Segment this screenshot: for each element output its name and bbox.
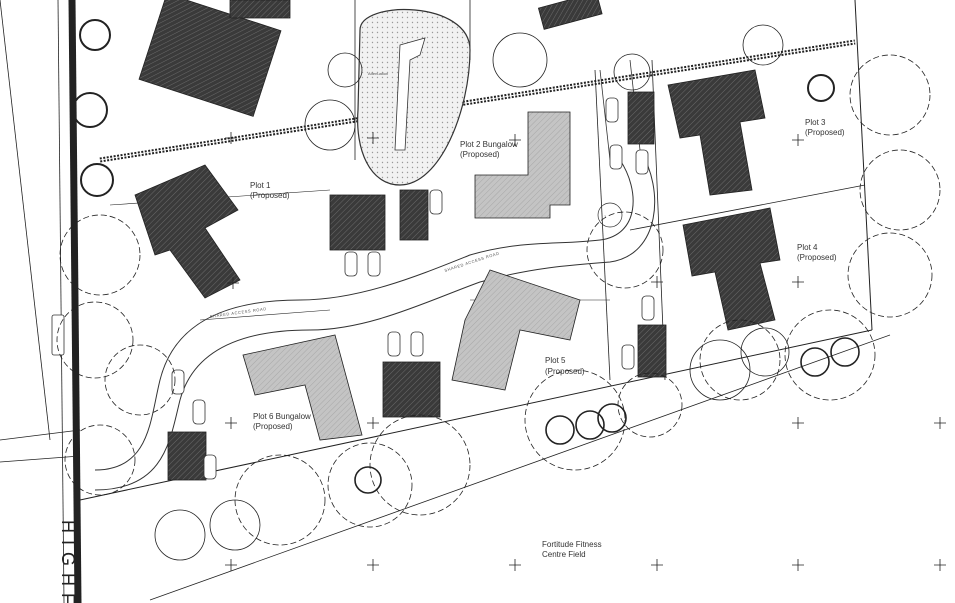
existing-houses [138, 0, 603, 117]
plot-1-status: (Proposed) [250, 191, 290, 200]
proposed-houses [134, 69, 781, 481]
turning-number: 1 [604, 214, 607, 219]
attenuation-pond: Attenuation [357, 8, 471, 186]
plot-2-status: (Proposed) [460, 150, 500, 159]
plot-3-name: Plot 3 [805, 118, 826, 127]
attenuation-label: Attenuation [368, 71, 388, 76]
trees [56, 19, 941, 561]
plot-6-status: (Proposed) [253, 422, 293, 431]
shared-access-road [94, 59, 656, 491]
field-label-line2: Centre Field [542, 550, 586, 559]
plot-1-name: Plot 1 [250, 181, 271, 190]
plot-4-name: Plot 4 [797, 243, 818, 252]
parked-cars [51, 97, 655, 480]
plot-6-name: Plot 6 Bungalow [253, 412, 311, 421]
plot-5-name: Plot 5 [545, 356, 566, 365]
field-label-line1: Fortitude Fitness [542, 540, 602, 549]
plot-2-name: Plot 2 Bungalow [460, 140, 518, 149]
plot-5-status: (Proposed) [545, 367, 585, 376]
street-name: HIGHFI [58, 520, 78, 603]
grid-crosses [225, 132, 946, 571]
plot-4-status: (Proposed) [797, 253, 837, 262]
plot-3-status: (Proposed) [805, 128, 845, 137]
